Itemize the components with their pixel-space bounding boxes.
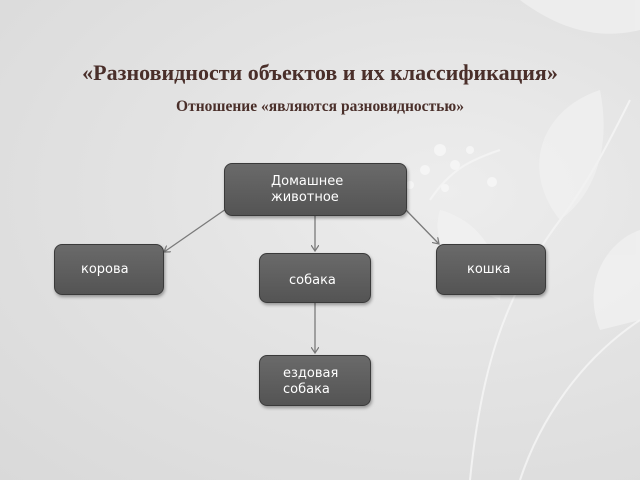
- node-cat-label: кошка: [467, 262, 511, 277]
- node-dog[interactable]: собака: [259, 253, 371, 303]
- edge-root-cat: [404, 208, 439, 244]
- node-cow[interactable]: корова: [54, 244, 164, 295]
- node-domestic-animal-line1: Домашнее: [271, 174, 344, 189]
- node-cow-label: корова: [81, 262, 129, 277]
- edge-root-cow: [164, 208, 227, 252]
- node-cat[interactable]: кошка: [436, 244, 546, 295]
- slide-title: «Разновидности объектов и их классификац…: [82, 60, 558, 85]
- node-sled-dog[interactable]: ездовая собака: [259, 355, 371, 406]
- slide-subtitle: Отношение «являются разновидностью»: [176, 98, 464, 115]
- node-domestic-animal[interactable]: Домашнее животное: [224, 163, 407, 216]
- node-sled-dog-line1: ездовая: [283, 366, 339, 381]
- node-dog-label: собака: [289, 273, 336, 288]
- node-sled-dog-line2: собака: [283, 382, 330, 397]
- node-domestic-animal-line2: животное: [271, 190, 339, 205]
